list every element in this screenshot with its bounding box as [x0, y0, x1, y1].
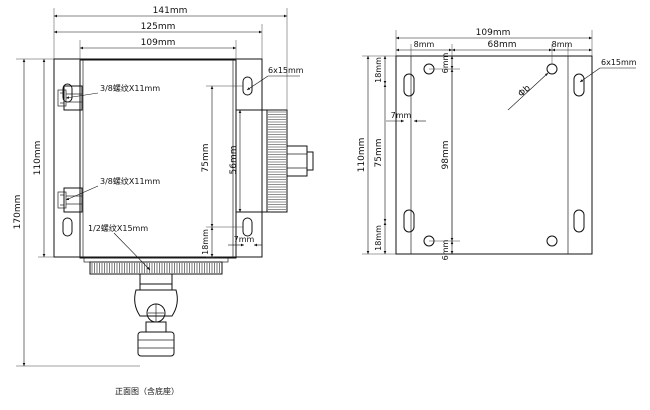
front-slot-label: 6x15mm [268, 66, 304, 75]
bottom-knurled-ring [89, 261, 223, 275]
base-dim-6-top: 6mm [441, 52, 450, 73]
bottom-valve [134, 273, 178, 357]
thread-label-lower: 3/8螺纹X11mm [100, 176, 160, 186]
front-view-caption: 正面图（含底座） [115, 386, 179, 396]
left-port-lower [57, 187, 83, 213]
front-slot-bottom-left [62, 217, 73, 237]
front-slot-bottom-right [242, 217, 253, 237]
base-hole-bottom-right [546, 235, 558, 247]
base-dim-109: 109mm [476, 28, 511, 38]
front-mounting-plate [53, 58, 263, 258]
front-dim-75: 75mm [201, 144, 211, 173]
base-dim-75: 75mm [374, 139, 384, 168]
front-dim-110: 110mm [33, 141, 43, 176]
base-hole-label: Φb [517, 83, 533, 99]
front-dim-141: 141mm [153, 6, 188, 16]
base-dim-98: 98mm [441, 141, 451, 170]
base-dim-18-top: 18mm [374, 57, 383, 83]
base-slot-top-left [403, 73, 415, 97]
front-slot-top-right [242, 76, 253, 96]
base-dim-6-bottom: 6mm [441, 239, 450, 260]
base-slot-top-right [573, 73, 585, 97]
base-hole-top-right [546, 63, 558, 75]
front-dim-125: 125mm [141, 22, 176, 32]
base-dim-68: 68mm [488, 40, 517, 50]
right-knurled-cap [266, 109, 288, 213]
base-slot-bottom-right [573, 209, 585, 233]
base-dim-110: 110mm [357, 138, 367, 173]
front-dim-170: 170mm [13, 195, 23, 230]
base-plate-outline [395, 55, 593, 255]
thread-label-bottom: 1/2螺纹X15mm [88, 223, 148, 233]
front-dim-18: 18mm [201, 229, 210, 255]
base-slot-bottom-left [403, 209, 415, 233]
cable-gland [286, 145, 314, 177]
front-dim-7: 7mm [234, 235, 255, 244]
base-plate-view: 109mm 8mm 68mm 8mm 110mm 75mm 18mm 18mm … [357, 28, 637, 260]
base-dim-18-bottom: 18mm [374, 225, 383, 251]
base-dim-7: 7mm [391, 111, 412, 120]
base-dim-8-left: 8mm [414, 40, 435, 49]
front-view: 141mm 125mm 109mm 170mm 110mm 75mm 56mm … [13, 6, 314, 396]
base-dim-8-right: 8mm [552, 40, 573, 49]
thread-label-upper: 3/8螺纹X11mm [100, 83, 160, 93]
front-dim-109: 109mm [141, 38, 176, 48]
base-slot-label: 6x15mm [601, 58, 637, 67]
front-dim-56: 56mm [229, 146, 239, 175]
left-port-upper [57, 85, 83, 111]
